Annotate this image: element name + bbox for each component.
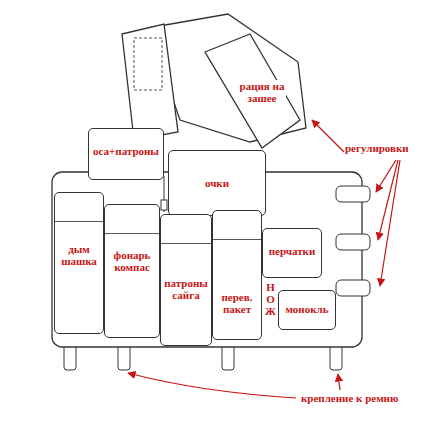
pouch-flap xyxy=(55,221,103,222)
pouch-label: патроны сайга xyxy=(161,277,211,301)
left-shoulder-strap xyxy=(122,24,178,140)
pouch-label: оса+патроны xyxy=(89,145,163,157)
leader-arrow xyxy=(312,120,344,152)
velcro-patch xyxy=(134,38,162,90)
side-strap xyxy=(336,234,370,250)
leader-arrow xyxy=(376,160,396,192)
leader-arrow xyxy=(378,160,398,240)
pouch: перев. пакет xyxy=(212,210,262,340)
side-strap xyxy=(336,280,370,296)
pouch: дым шашка xyxy=(54,192,104,334)
leader-arrow xyxy=(380,160,400,286)
right-shoulder-strap xyxy=(205,34,300,148)
side-strap xyxy=(336,186,370,202)
pouch-label: очки xyxy=(169,177,265,189)
pouch-flap xyxy=(213,239,261,240)
pouch: монокль xyxy=(278,290,336,330)
pouch-flap xyxy=(161,243,211,244)
pouch-label: фонарь компас xyxy=(105,249,159,273)
callout-label: рация на зашее xyxy=(238,80,286,104)
pouch: оса+патроны xyxy=(88,128,164,180)
callout-label: регулировки xyxy=(344,142,410,154)
zipper-tab xyxy=(161,200,167,210)
pouch-label: перев. пакет xyxy=(213,291,261,315)
leader-arrow xyxy=(338,374,340,390)
pouch: очки xyxy=(168,150,266,216)
callout-label: крепление к ремню xyxy=(300,392,399,404)
pouch-label: монокль xyxy=(279,303,335,315)
pouch-flap xyxy=(105,233,159,234)
pouch-label: перчатки xyxy=(263,245,321,257)
pouch-label: дым шашка xyxy=(55,243,103,267)
leader-arrow xyxy=(128,373,296,398)
callout-label: Н О Ж xyxy=(264,281,277,317)
pouch: перчатки xyxy=(262,228,322,278)
pouch: фонарь компас xyxy=(104,204,160,338)
pouch: патроны сайга xyxy=(160,214,212,346)
